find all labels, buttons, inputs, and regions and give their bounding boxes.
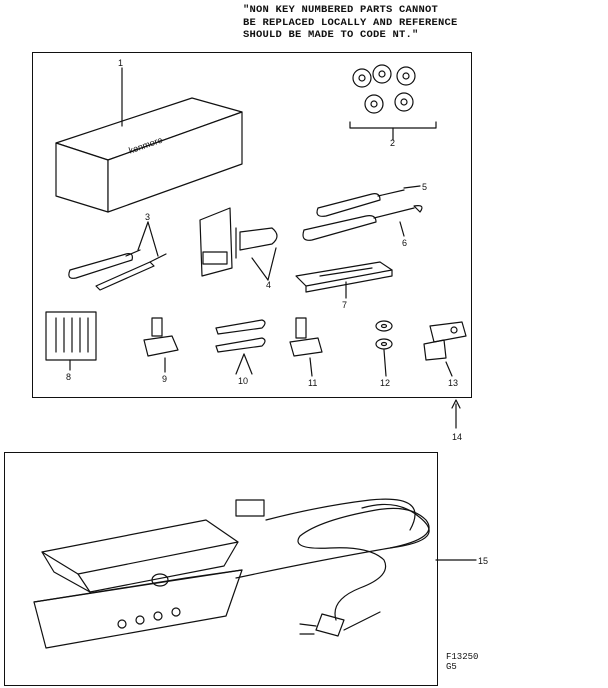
- callout-12: 12: [380, 378, 390, 388]
- note-line-1: "NON KEY NUMBERED PARTS CANNOT: [243, 4, 439, 16]
- bobbin-set: [349, 64, 437, 129]
- callout-8: 8: [66, 372, 71, 382]
- note-line-2: BE REPLACED LOCALLY AND REFERENCE: [243, 16, 458, 29]
- accessory-box: kenmore: [55, 97, 243, 213]
- buttonhole-gauge: [199, 207, 278, 277]
- note-line-3: SHOULD BE MADE TO CODE NT.": [243, 29, 419, 41]
- leader-13: [445, 361, 453, 377]
- parts-note: "NON KEY NUMBERED PARTS CANNOT BE REPLAC…: [243, 4, 493, 42]
- callout-7: 7: [342, 300, 347, 310]
- leader-3a: [137, 221, 149, 251]
- foot-control: [33, 519, 243, 649]
- callout-9: 9: [162, 374, 167, 384]
- callout-1: 1: [118, 58, 123, 68]
- leader-3b: [147, 221, 159, 257]
- arrow-14: [451, 399, 461, 409]
- presser-foot-11: [289, 317, 323, 357]
- presser-foot-9: [143, 317, 179, 357]
- leader-4a: [251, 257, 269, 281]
- drawing-code: F13250 G5: [446, 652, 478, 672]
- leader-12: [383, 349, 387, 377]
- callout-15: 15: [478, 556, 488, 566]
- leader-4b: [267, 247, 277, 281]
- callout-14: 14: [452, 432, 462, 442]
- screwdrivers: [302, 189, 423, 241]
- spool-caps: [375, 320, 393, 350]
- leader-11: [309, 357, 313, 377]
- leader-6: [399, 221, 405, 237]
- callout-6: 6: [402, 238, 407, 248]
- callout-2: 2: [390, 138, 395, 148]
- drawing-code-line-2: G5: [446, 662, 457, 672]
- callout-11: 11: [308, 378, 317, 388]
- power-cord: [235, 498, 430, 637]
- drawing-code-line-1: F13250: [446, 652, 479, 662]
- callout-5: 5: [422, 182, 427, 192]
- seam-ripper: [68, 249, 167, 291]
- leader-10a: [235, 353, 245, 375]
- leader-5: [403, 185, 421, 189]
- needle-pack: [45, 311, 97, 361]
- brush-tray: [295, 261, 393, 293]
- leader-10b: [243, 353, 253, 375]
- callout-4: 4: [266, 280, 271, 290]
- callout-13: 13: [448, 378, 458, 388]
- callout-10: 10: [238, 376, 248, 386]
- attachment-13: [423, 321, 467, 361]
- callout-3: 3: [145, 212, 150, 222]
- spool-pins: [215, 319, 266, 353]
